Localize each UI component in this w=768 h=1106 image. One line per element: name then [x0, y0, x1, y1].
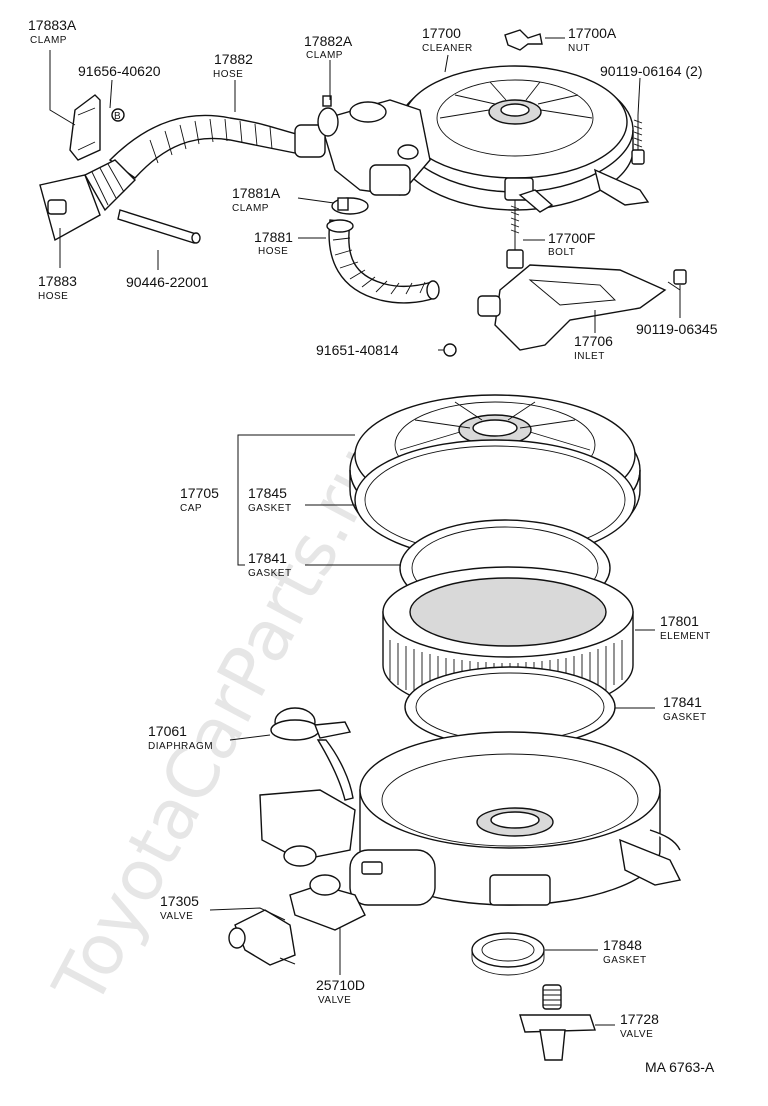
svg-text:90446-22001: 90446-22001 [126, 274, 209, 290]
callout-17305: 17305 VALVE [160, 893, 199, 922]
svg-text:91656-40620: 91656-40620 [78, 63, 161, 79]
svg-text:17061: 17061 [148, 723, 187, 739]
callout-90119-06345: 90119-06345 [636, 321, 718, 337]
svg-text:17881A: 17881A [232, 185, 281, 201]
svg-text:17882: 17882 [214, 51, 253, 67]
bolt-17700f-part [506, 200, 524, 269]
svg-text:17305: 17305 [160, 893, 199, 909]
callout-17061: 17061 DIAPHRAGM [148, 723, 213, 752]
svg-text:17700F: 17700F [548, 230, 595, 246]
valve-25710d-part [289, 874, 366, 931]
callout-17881a: 17881A CLAMP [232, 185, 281, 214]
svg-text:GASKET: GASKET [248, 568, 292, 579]
gasket-17848-part [471, 932, 545, 976]
callout-17882: 17882 HOSE [213, 51, 253, 80]
svg-text:90119-06345: 90119-06345 [636, 321, 718, 337]
svg-text:ELEMENT: ELEMENT [660, 631, 711, 642]
svg-text:17700: 17700 [422, 25, 461, 41]
svg-text:17801: 17801 [660, 613, 699, 629]
svg-text:17883: 17883 [38, 273, 77, 289]
lower-case-part [259, 731, 682, 906]
svg-text:NUT: NUT [568, 43, 590, 54]
hose-17881-part [326, 197, 440, 304]
callout-17728: 17728 VALVE [620, 1011, 659, 1040]
svg-text:GASKET: GASKET [663, 712, 707, 723]
callout-17848: 17848 GASKET [603, 937, 647, 966]
callout-17841-bottom: 17841 GASKET [663, 694, 707, 723]
figure-code: MA 6763-A [645, 1059, 715, 1075]
cleaner-assembly [319, 29, 650, 213]
svg-text:17700A: 17700A [568, 25, 617, 41]
callout-17881: 17881 HOSE [254, 229, 293, 257]
svg-text:CLEANER: CLEANER [422, 43, 473, 54]
clamp-17882a-part [317, 95, 339, 137]
svg-text:VALVE: VALVE [620, 1029, 653, 1040]
svg-text:INLET: INLET [574, 351, 605, 362]
leader-lines [49, 37, 681, 1026]
svg-text:17848: 17848 [603, 937, 642, 953]
callout-90119-06164: 90119-06164 (2) [600, 63, 702, 79]
svg-text:GASKET: GASKET [603, 955, 647, 966]
svg-text:HOSE: HOSE [258, 246, 288, 257]
svg-text:17845: 17845 [248, 485, 287, 501]
svg-text:17706: 17706 [574, 333, 613, 349]
svg-text:91651-40814: 91651-40814 [316, 342, 399, 358]
hose-17883-part [39, 159, 136, 242]
diaphragm-17061-part [270, 707, 354, 801]
svg-text:GASKET: GASKET [248, 503, 292, 514]
callout-17883a: 17883A CLAMP [28, 17, 77, 46]
callout-17706: 17706 INLET [574, 333, 613, 362]
clamp-17883a-part: B [69, 94, 125, 161]
callout-17883: 17883 HOSE [38, 273, 77, 302]
svg-text:CLAMP: CLAMP [232, 203, 269, 214]
svg-text:HOSE: HOSE [213, 69, 243, 80]
svg-text:17841: 17841 [248, 550, 287, 566]
callout-17845: 17845 GASKET [248, 485, 292, 514]
pin-90446-part [117, 209, 201, 244]
callout-91656-40620: 91656-40620 [78, 63, 161, 79]
svg-text:17728: 17728 [620, 1011, 659, 1027]
callout-17841-top: 17841 GASKET [248, 550, 292, 579]
callout-17700: 17700 CLEANER [422, 25, 473, 54]
svg-text:90119-06164 (2): 90119-06164 (2) [600, 63, 702, 79]
svg-text:HOSE: HOSE [38, 291, 68, 302]
svg-text:17841: 17841 [663, 694, 702, 710]
callout-17700a: 17700A NUT [568, 25, 617, 54]
svg-text:VALVE: VALVE [318, 995, 351, 1006]
svg-text:CLAMP: CLAMP [306, 50, 343, 61]
svg-text:DIAPHRAGM: DIAPHRAGM [148, 741, 213, 752]
callout-17700f: 17700F BOLT [548, 230, 595, 258]
callout-91651-40814: 91651-40814 [316, 342, 399, 358]
svg-text:17705: 17705 [180, 485, 219, 501]
svg-text:BOLT: BOLT [548, 247, 575, 258]
valve-17305-part [228, 909, 296, 966]
inlet-17706-part [477, 264, 687, 351]
svg-text:17882A: 17882A [304, 33, 353, 49]
hose-17882-part [108, 114, 326, 179]
callout-90446-22001: 90446-22001 [126, 274, 209, 290]
valve-17728-part [519, 984, 596, 1061]
svg-text:CLAMP: CLAMP [30, 35, 67, 46]
callout-17705: 17705 CAP [180, 485, 219, 514]
svg-text:VALVE: VALVE [160, 911, 193, 922]
callout-25710d: 25710D VALVE [316, 977, 365, 1006]
svg-text:17883A: 17883A [28, 17, 77, 33]
svg-text:17881: 17881 [254, 229, 293, 245]
callout-17882a: 17882A CLAMP [304, 33, 353, 61]
svg-text:B: B [114, 111, 121, 122]
svg-text:CAP: CAP [180, 503, 202, 514]
svg-text:25710D: 25710D [316, 977, 365, 993]
callout-17801: 17801 ELEMENT [660, 613, 711, 642]
